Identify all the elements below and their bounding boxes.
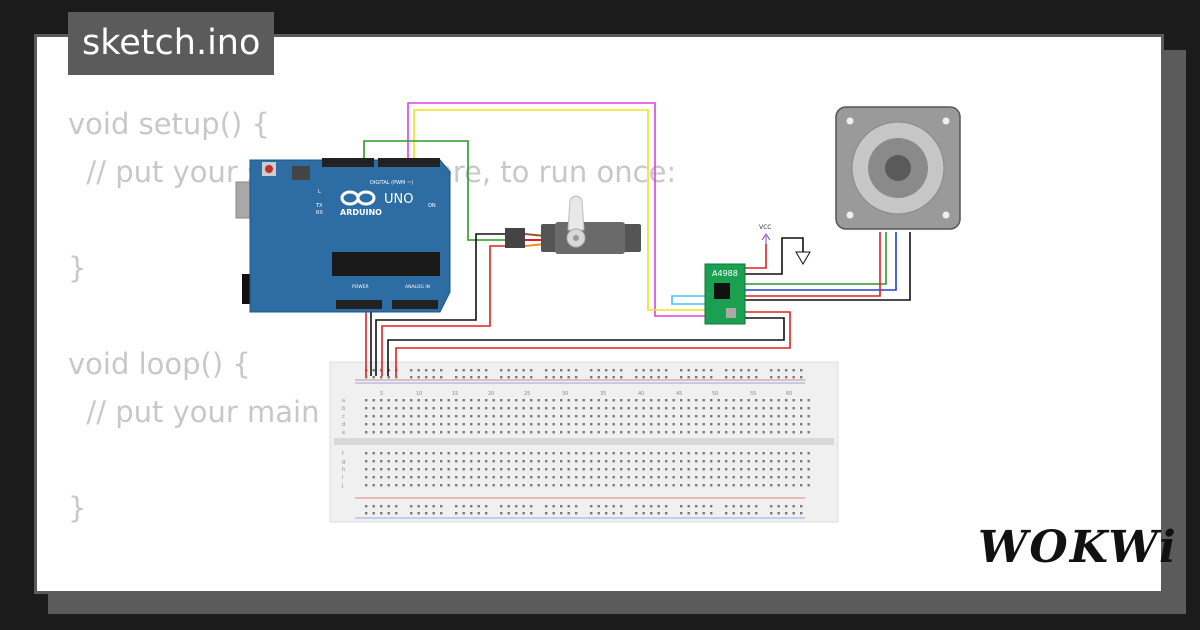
driver-label: A4988	[712, 269, 738, 278]
column-number: 40	[638, 391, 644, 397]
row-letter: h	[342, 467, 345, 473]
row-letter: e	[342, 430, 345, 436]
wire-servo-black[interactable]	[375, 233, 505, 376]
column-number: 55	[750, 391, 756, 397]
row-letter: j	[341, 483, 343, 489]
wire-motor-blue[interactable]	[740, 232, 897, 291]
wire-cyan[interactable]	[671, 295, 712, 305]
row-letter: c	[342, 414, 345, 420]
arduino-power-label: POWER	[352, 284, 369, 290]
servo-motor[interactable]	[505, 195, 641, 254]
arduino-uno[interactable]: UNO ARDUINO DIGITAL (PWM ~) POWER ANALOG…	[235, 158, 451, 313]
wire-magenta[interactable]	[407, 102, 712, 317]
a4988-driver[interactable]: A4988	[704, 263, 746, 325]
column-number: 60	[786, 391, 792, 397]
arduino-led-l: L	[318, 189, 321, 195]
row-letter: i	[342, 475, 343, 481]
column-number: 35	[600, 391, 606, 397]
arduino-led-rx: RX	[316, 210, 323, 216]
column-number: 45	[676, 391, 682, 397]
code-line: void setup() {	[68, 107, 270, 141]
wire-motor-red[interactable]	[740, 232, 881, 297]
wire-yellow[interactable]	[413, 109, 712, 311]
wire-driver-black[interactable]	[387, 317, 785, 376]
breadboard[interactable]: 5 10 15 20 25 30 35 40 45 50 55 60 a b c…	[329, 361, 839, 523]
arduino-model: UNO	[384, 192, 413, 207]
row-letter: g	[342, 459, 345, 465]
arduino-on-label: ON	[428, 203, 436, 209]
ground-symbol	[795, 251, 811, 265]
column-number: 25	[524, 391, 530, 397]
vcc-label: VCC	[759, 224, 771, 231]
row-letter: f	[342, 451, 344, 457]
wire-green-servo[interactable]	[363, 140, 505, 241]
column-number: 30	[562, 391, 568, 397]
wire-servo-red[interactable]	[381, 245, 505, 376]
vcc-symbol: VCC	[759, 224, 771, 244]
wokwi-logo-text: WOKWi	[978, 522, 1178, 573]
file-tab[interactable]: sketch.ino	[68, 12, 275, 75]
wire-motor-black[interactable]	[740, 232, 911, 301]
column-number: 5	[380, 391, 383, 397]
wokwi-logo: WOKWi	[978, 522, 1178, 573]
row-letter: d	[342, 422, 345, 428]
code-line: void loop() {	[68, 347, 251, 381]
column-number: 10	[416, 391, 422, 397]
arduino-led-tx: TX	[315, 203, 323, 209]
wire-red-vcc[interactable]	[740, 244, 767, 269]
column-number: 20	[488, 391, 494, 397]
column-number: 50	[712, 391, 718, 397]
arduino-analog-label: ANALOG IN	[405, 284, 430, 290]
row-letter: b	[342, 406, 345, 412]
code-line: }	[68, 491, 87, 525]
column-number: 15	[452, 391, 458, 397]
wires	[363, 102, 911, 376]
wire-black-gnd[interactable]	[740, 237, 804, 275]
wire-motor-green[interactable]	[740, 232, 887, 285]
arduino-brand: ARDUINO	[340, 208, 382, 217]
stepper-motor[interactable]	[835, 106, 961, 230]
code-line: }	[68, 251, 87, 285]
file-tab-label: sketch.ino	[82, 23, 261, 63]
arduino-digital-label: DIGITAL (PWM ~)	[370, 180, 413, 186]
row-letter: a	[342, 398, 345, 404]
wire-driver-red[interactable]	[395, 311, 791, 376]
